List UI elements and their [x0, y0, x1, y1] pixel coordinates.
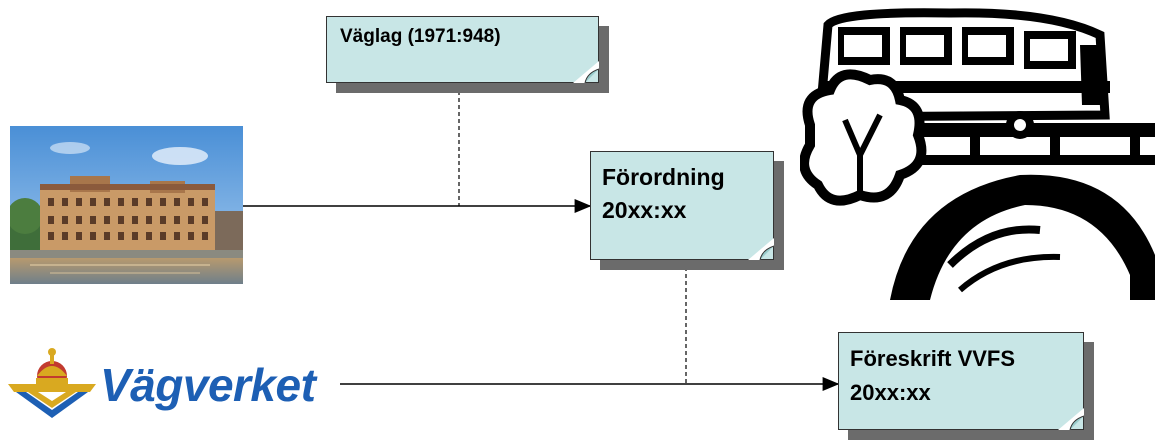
bus-clipart-icon [800, 8, 1155, 300]
note-law: Väglag (1971:948) [326, 16, 609, 93]
folded-corner-icon [573, 61, 599, 83]
note-ordinance-text: Förordning 20xx:xx [602, 164, 725, 223]
crown-logo-icon [8, 348, 96, 418]
note-ordinance: Förordning 20xx:xx [590, 151, 784, 270]
folded-corner-icon [1058, 408, 1084, 430]
logo-wordmark: Vägverket [100, 359, 316, 411]
note-regulation-text: Föreskrift VVFS 20xx:xx [850, 346, 1016, 405]
note-regulation: Föreskrift VVFS 20xx:xx [838, 332, 1094, 440]
building-photo [10, 126, 243, 284]
folded-corner-icon [748, 238, 774, 260]
note-law-text: Väglag (1971:948) [340, 26, 501, 47]
